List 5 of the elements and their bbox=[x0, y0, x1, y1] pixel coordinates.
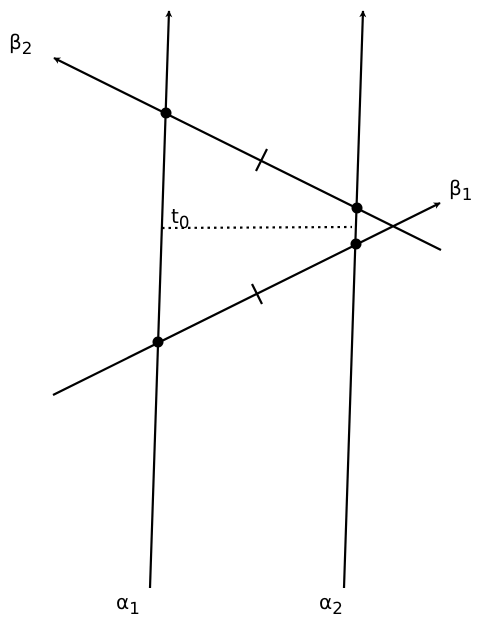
line-label: t$_{0}$ bbox=[171, 205, 190, 234]
line-label: β$_{2}$ bbox=[9, 31, 32, 60]
line-label: β$_{1}$ bbox=[449, 177, 472, 206]
line-label: α$_{2}$ bbox=[319, 591, 343, 618]
line-label: α$_{1}$ bbox=[116, 591, 140, 618]
